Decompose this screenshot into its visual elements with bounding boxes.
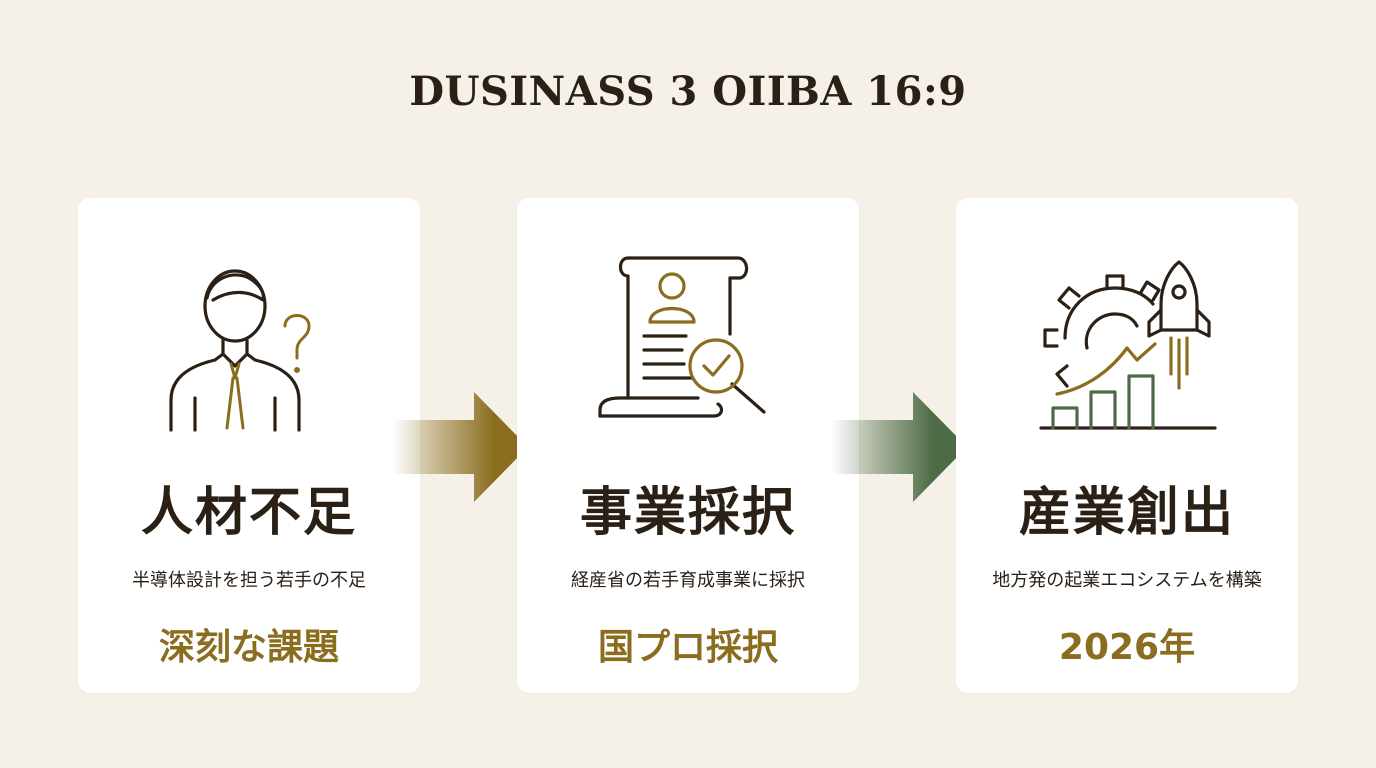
gear-rocket-growth-icon — [1039, 260, 1217, 430]
card-heading: 事業採択 — [579, 482, 796, 543]
card-description: 経産省の若手育成事業に採択 — [571, 570, 805, 591]
card-accent: 2026年 — [1058, 627, 1196, 668]
page-title: DUSINASS 3 OIIBA 16:9 — [409, 68, 967, 115]
card-talent-shortage: 人材不足 半導体設計を担う若手の不足 深刻な課題 — [78, 198, 420, 693]
person-question-icon — [169, 269, 311, 432]
document-search-icon — [598, 256, 766, 418]
card-accent: 深刻な課題 — [158, 627, 339, 668]
card-heading: 産業創出 — [1018, 482, 1235, 543]
card-industry-creation: 産業創出 地方発の起業エコシステムを構築 2026年 — [956, 198, 1298, 693]
arrow-right-icon — [831, 392, 967, 502]
card-description: 地方発の起業エコシステムを構築 — [992, 570, 1262, 591]
card-accent: 国プロ採択 — [597, 627, 778, 668]
card-project-adoption: 事業採択 経産省の若手育成事業に採択 国プロ採択 — [517, 198, 859, 693]
arrow-right-icon — [392, 392, 528, 502]
card-description: 半導体設計を担う若手の不足 — [132, 570, 366, 591]
card-heading: 人材不足 — [140, 482, 357, 543]
